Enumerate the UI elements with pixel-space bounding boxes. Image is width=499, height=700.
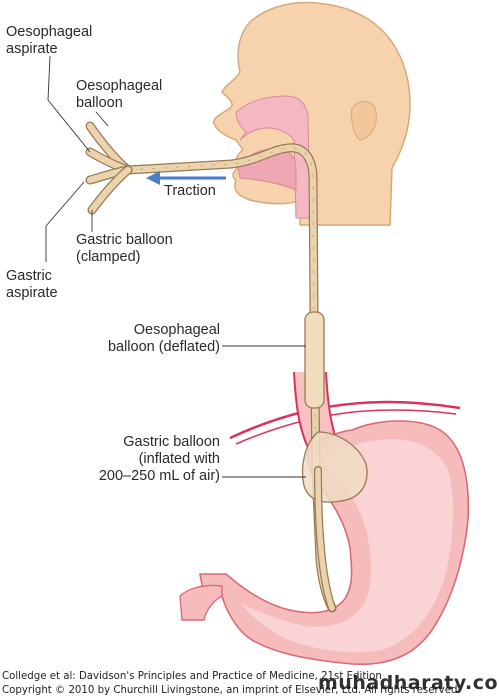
diaphragm-lower xyxy=(235,409,457,445)
traction-arrowhead xyxy=(146,171,160,185)
label-gastric-aspirate: Gastric aspirate xyxy=(6,268,58,301)
watermark: muhadharaty.com xyxy=(318,672,499,694)
nasal-oral-mucosa xyxy=(235,95,311,219)
leader-lines xyxy=(45,55,306,478)
oesophageal-balloon-deflated xyxy=(304,311,325,409)
caption-line-1: Colledge et al: Davidson's Principles an… xyxy=(2,671,382,682)
label-traction: Traction xyxy=(164,183,216,199)
figure-caption: Colledge et al: Davidson's Principles an… xyxy=(2,670,499,698)
label-oesophageal-balloon: Oesophageal balloon xyxy=(76,78,163,111)
tube-branches xyxy=(85,121,133,215)
stomach-lining xyxy=(242,439,454,653)
label-oesophageal-aspirate: Oesophageal aspirate xyxy=(6,24,93,57)
gastric-tube-tip-fill xyxy=(315,467,335,611)
label-oesophageal-balloon-deflated: Oesophageal balloon (deflated) xyxy=(107,322,220,355)
duodenum xyxy=(179,584,223,621)
caption-line-2: Copyright © 2010 by Churchill Livingston… xyxy=(2,685,461,696)
label-gastric-balloon-inflated: Gastric balloon (inflated with 200–250 m… xyxy=(98,434,220,484)
ear xyxy=(351,101,377,141)
label-gastric-balloon-clamped: Gastric balloon (clamped) xyxy=(76,232,173,265)
